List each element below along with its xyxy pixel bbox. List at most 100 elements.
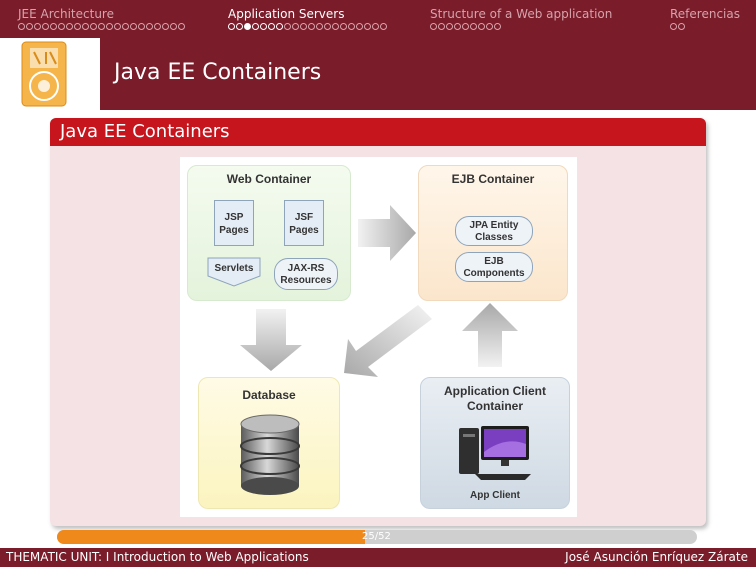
nav-dot[interactable]: [454, 23, 461, 30]
nav-dot[interactable]: [178, 23, 185, 30]
jsp-label-1: JSP: [224, 212, 244, 223]
nav-dot[interactable]: [58, 23, 65, 30]
jpa-label-2: Classes: [475, 232, 513, 243]
nav-dot[interactable]: [98, 23, 105, 30]
nav-dot[interactable]: [430, 23, 437, 30]
nav-dots-structure-web-application[interactable]: [430, 23, 501, 30]
ejb-components: EJB Components: [455, 252, 533, 282]
ejb-label-1: EJB: [484, 256, 504, 267]
jsf-label-1: JSF: [294, 212, 314, 223]
nav-dot[interactable]: [162, 23, 169, 30]
application-client-container: Application Client Container App Client: [420, 377, 570, 509]
nav-dot[interactable]: [332, 23, 339, 30]
nav-dot[interactable]: [364, 23, 371, 30]
title-bar: Java EE Containers: [100, 38, 756, 110]
nav-dot[interactable]: [316, 23, 323, 30]
app-client-label: App Client: [470, 490, 520, 501]
nav-dots-jee-architecture[interactable]: [18, 23, 185, 30]
nav-dot[interactable]: [50, 23, 57, 30]
nav-dot[interactable]: [446, 23, 453, 30]
slide-progress-bar[interactable]: [57, 530, 697, 544]
nav-dot[interactable]: [324, 23, 331, 30]
institution-logo: [0, 38, 100, 110]
nav-dot[interactable]: [478, 23, 485, 30]
arrow-ejb-to-database: [344, 305, 432, 377]
footer-course-title: THEMATIC UNIT: I Introduction to Web App…: [6, 550, 309, 564]
application-client-title: Application Client Container: [421, 384, 569, 414]
ejb-label-2: Components: [463, 268, 525, 279]
nav-dot[interactable]: [122, 23, 129, 30]
jsf-pages: JSF Pages: [284, 200, 324, 246]
database-icon: [240, 414, 300, 495]
nav-dot[interactable]: [18, 23, 25, 30]
nav-dot[interactable]: [300, 23, 307, 30]
nav-dot[interactable]: [348, 23, 355, 30]
slide-progress-fill: [57, 530, 365, 544]
nav-dot[interactable]: [670, 23, 677, 30]
nav-dot[interactable]: [260, 23, 267, 30]
web-container-title: Web Container: [226, 172, 312, 186]
nav-dot[interactable]: [82, 23, 89, 30]
web-container: Web Container JSP Pages JSF Pages Servle…: [187, 165, 351, 301]
ejb-container: EJB Container JPA Entity Classes EJB Com…: [418, 165, 568, 301]
nav-dots-referencias[interactable]: [670, 23, 685, 30]
nav-dot[interactable]: [74, 23, 81, 30]
nav-section-jee-architecture[interactable]: JEE Architecture: [18, 7, 114, 21]
nav-dot[interactable]: [268, 23, 275, 30]
arrow-web-to-database: [240, 309, 302, 371]
nav-dot[interactable]: [678, 23, 685, 30]
footer-bar: [0, 548, 756, 567]
nav-dot[interactable]: [356, 23, 363, 30]
database-container: Database: [198, 377, 340, 509]
nav-dot[interactable]: [494, 23, 501, 30]
nav-dot[interactable]: [276, 23, 283, 30]
nav-dot[interactable]: [438, 23, 445, 30]
jpa-entity-classes: JPA Entity Classes: [455, 216, 533, 246]
page-title: Java EE Containers: [114, 60, 322, 85]
page-number: 25/52: [362, 531, 391, 542]
nav-dot[interactable]: [130, 23, 137, 30]
jsp-pages: JSP Pages: [214, 200, 254, 246]
arrow-web-to-ejb: [358, 205, 416, 261]
nav-dot[interactable]: [236, 23, 243, 30]
nav-dot[interactable]: [90, 23, 97, 30]
footer-author: José Asunción Enríquez Zárate: [565, 550, 748, 564]
nav-dot[interactable]: [462, 23, 469, 30]
servlets-label: Servlets: [214, 263, 254, 274]
nav-section-referencias[interactable]: Referencias: [670, 7, 740, 21]
nav-dot[interactable]: [284, 23, 291, 30]
nav-dot[interactable]: [34, 23, 41, 30]
nav-dot[interactable]: [252, 23, 259, 30]
jsp-label-2: Pages: [219, 225, 249, 236]
nav-dot[interactable]: [66, 23, 73, 30]
nav-dot[interactable]: [380, 23, 387, 30]
nav-dot[interactable]: [228, 23, 235, 30]
nav-section-structure-web-application[interactable]: Structure of a Web application: [430, 7, 613, 21]
database-title: Database: [242, 388, 296, 402]
arrow-client-to-ejb: [462, 303, 518, 367]
top-navigation-bar: JEE Architecture Application Servers Str…: [0, 0, 756, 38]
nav-dot[interactable]: [170, 23, 177, 30]
nav-dot[interactable]: [154, 23, 161, 30]
nav-dot[interactable]: [486, 23, 493, 30]
ejb-container-title: EJB Container: [451, 172, 535, 186]
nav-dot[interactable]: [106, 23, 113, 30]
nav-dot[interactable]: [470, 23, 477, 30]
nav-dot[interactable]: [138, 23, 145, 30]
nav-dot[interactable]: [372, 23, 379, 30]
nav-dot[interactable]: [114, 23, 121, 30]
nav-dot[interactable]: [292, 23, 299, 30]
nav-section-application-servers[interactable]: Application Servers: [228, 7, 345, 21]
nav-dot[interactable]: [26, 23, 33, 30]
nav-dot[interactable]: [42, 23, 49, 30]
jaxrs-label-2: Resources: [280, 275, 332, 286]
nav-dot[interactable]: [308, 23, 315, 30]
app-client-title-2: Container: [466, 399, 523, 413]
diagram-arrows: [240, 205, 518, 377]
nav-dot[interactable]: [340, 23, 347, 30]
jsf-label-2: Pages: [289, 225, 319, 236]
computer-icon: [459, 426, 531, 480]
nav-dots-application-servers[interactable]: [228, 23, 387, 30]
nav-dot[interactable]: [244, 23, 251, 30]
nav-dot[interactable]: [146, 23, 153, 30]
